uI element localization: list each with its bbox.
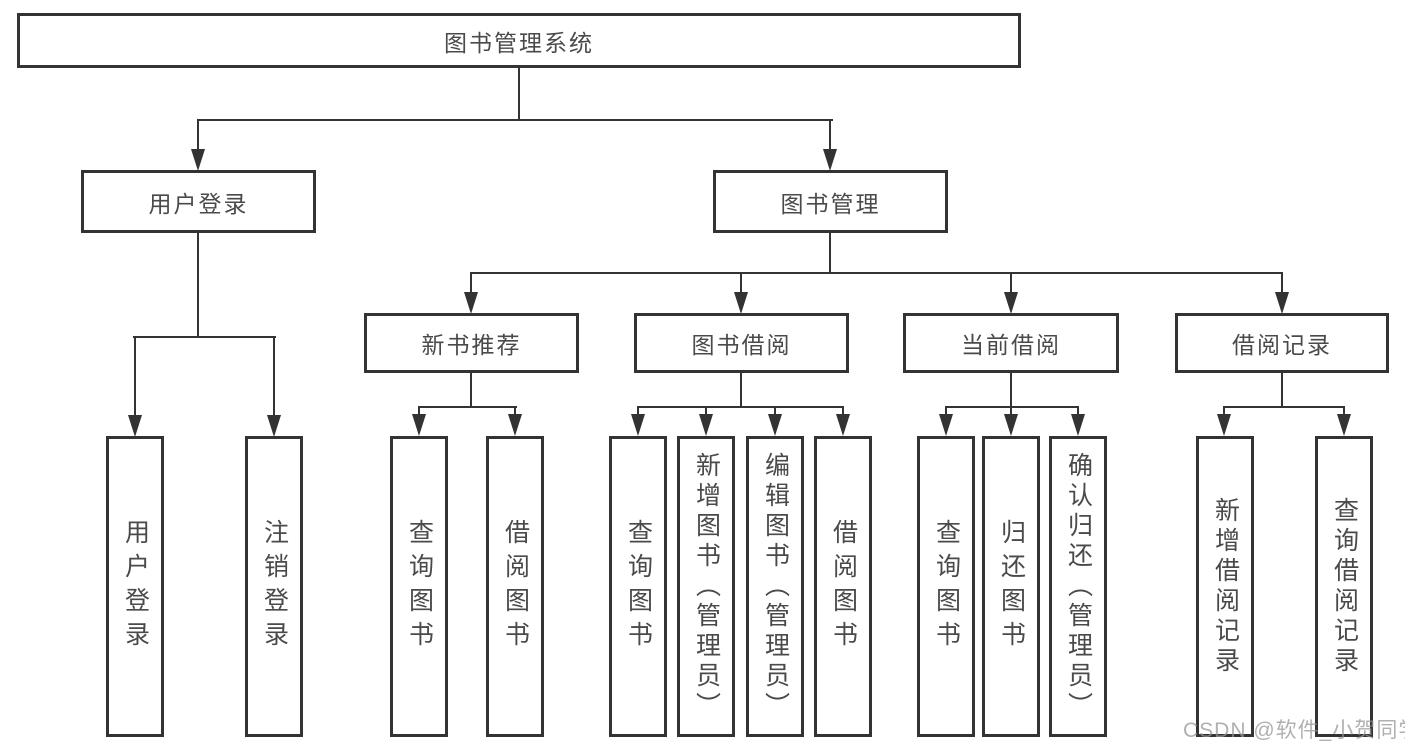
connector-group-stem [1010,372,1012,407]
connector-drop-leaf [514,406,516,416]
arrowhead-down-icon [412,414,426,436]
leaf-query-books-borrowing: 查询图书 [609,436,667,737]
leaf-borrow-books-recommend: 借阅图书 [486,436,544,737]
node-borrowing-records: 借阅记录 [1175,313,1389,373]
connector-drop-leaf [1010,406,1012,416]
connector-drop-group [740,272,742,294]
arrowhead-down-icon [1071,414,1085,436]
connector-group-split [945,406,1079,408]
connector-drop-group [1281,272,1283,294]
node-new-book-recommendation-label: 新书推荐 [421,332,522,358]
connector-drop-leaf [1077,406,1079,416]
leaf-borrow-books-recommend-label: 借阅图书 [501,518,530,655]
connector-level1-split [197,119,833,121]
arrowhead-down-icon [1004,292,1018,314]
arrowhead-down-icon [631,414,645,436]
leaf-confirm-return-admin: 确认归还（管理员） [1049,436,1107,737]
connector-user-login-stem [197,232,199,337]
connector-drop-leaf [705,406,707,416]
leaf-add-borrow-record-label: 新增借阅记录 [1211,496,1240,677]
node-root-label: 图书管理系统 [444,29,594,56]
arrowhead-down-icon [836,414,850,436]
connector-drop-book-management [829,119,831,151]
watermark: CSDN @软件_小贺同学 [1183,719,1405,742]
arrowhead-down-icon [699,414,713,436]
connector-group-stem [740,372,742,407]
connector-drop-leaf [842,406,844,416]
connector-level3-split [470,272,1283,274]
node-book-management-label: 图书管理 [780,190,881,217]
leaf-query-books-current-label: 查询图书 [932,518,961,655]
connector-drop-leaf [945,406,947,416]
connector-drop-group [1010,272,1012,294]
leaf-return-books-label: 归还图书 [997,518,1026,655]
connector-drop-leaf [637,406,639,416]
leaf-edit-books-admin-label: 编辑图书（管理员） [761,451,790,722]
arrowhead-down-icon [128,415,142,437]
leaf-edit-books-admin: 编辑图书（管理员） [746,436,804,737]
connector-book-management-stem [829,232,831,273]
leaf-query-books-borrowing-label: 查询图书 [624,518,653,655]
node-current-borrowing: 当前借阅 [903,313,1119,373]
leaf-query-borrow-record-label: 查询借阅记录 [1330,496,1359,677]
leaf-confirm-return-admin-label: 确认归还（管理员） [1064,451,1093,722]
connector-drop-leaf [418,406,420,416]
arrowhead-down-icon [191,149,205,171]
leaf-logout: 注销登录 [245,436,303,737]
arrowhead-down-icon [1004,414,1018,436]
arrowhead-down-icon [823,149,837,171]
connector-group-stem [470,372,472,407]
connector-group-stem [1281,372,1283,407]
node-borrowing-records-label: 借阅记录 [1232,332,1332,358]
arrowhead-down-icon [1217,414,1231,436]
leaf-borrow-books-borrowing-label: 借阅图书 [829,518,858,655]
connector-drop-leaf [774,406,776,416]
arrowhead-down-icon [267,415,281,437]
leaf-logout-label: 注销登录 [260,518,289,655]
connector-group-split [1223,406,1345,408]
leaf-query-borrow-record: 查询借阅记录 [1315,436,1373,737]
node-book-management: 图书管理 [713,170,948,233]
arrowhead-down-icon [464,292,478,314]
node-book-borrowing-label: 图书借阅 [691,332,792,358]
node-user-login: 用户登录 [81,170,316,233]
leaf-query-books-recommend-label: 查询图书 [405,518,434,655]
node-book-borrowing: 图书借阅 [634,313,849,373]
connector-drop-leaf [1223,406,1225,416]
leaf-user-login-label: 用户登录 [121,518,150,655]
connector-drop-leaf [1343,406,1345,416]
leaf-borrow-books-borrowing: 借阅图书 [814,436,872,737]
connector-root-stem [518,67,520,120]
node-current-borrowing-label: 当前借阅 [961,332,1061,358]
leaf-add-books-admin: 新增图书（管理员） [677,436,735,737]
node-new-book-recommendation: 新书推荐 [364,313,579,373]
leaf-query-books-current: 查询图书 [917,436,975,737]
leaf-add-borrow-record: 新增借阅记录 [1196,436,1254,737]
arrowhead-down-icon [1275,292,1289,314]
connector-group-split [637,406,844,408]
connector-user-login-split [133,336,276,338]
connector-drop-group [470,272,472,294]
leaf-query-books-recommend: 查询图书 [390,436,448,737]
leaf-add-books-admin-label: 新增图书（管理员） [692,451,721,722]
connector-drop-leaf [273,336,275,416]
node-root: 图书管理系统 [17,13,1021,68]
arrowhead-down-icon [768,414,782,436]
connector-group-split [418,406,517,408]
arrowhead-down-icon [1337,414,1351,436]
arrowhead-down-icon [734,292,748,314]
connector-drop-leaf [134,336,136,416]
leaf-user-login: 用户登录 [106,436,164,737]
node-user-login-label: 用户登录 [148,190,249,217]
leaf-return-books: 归还图书 [982,436,1040,737]
arrowhead-down-icon [939,414,953,436]
arrowhead-down-icon [508,414,522,436]
connector-drop-user-login [197,119,199,151]
